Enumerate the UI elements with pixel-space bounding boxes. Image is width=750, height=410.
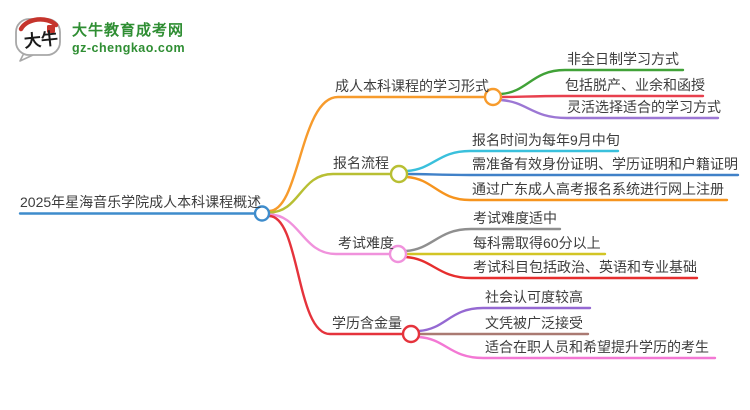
- logo-mark-text: 大牛: [23, 28, 59, 51]
- leaf-label-2-1: 报名时间为每年9月中旬: [472, 132, 620, 148]
- leaf-line-4-3: [417, 335, 717, 360]
- leaf-line-4-1: [417, 306, 592, 333]
- leaf-label-4-3: 适合在职人员和希望提升学历的考生: [485, 339, 709, 355]
- leaf-label-1-1: 非全日制学习方式: [567, 51, 679, 67]
- leaf-label-2-3: 通过广东成人高考报名系统进行网上注册: [472, 181, 724, 197]
- root-node-circle: [253, 205, 271, 222]
- leaf-line-1-1: [499, 68, 685, 96]
- leaf-label-2-2: 需准备有效身份证明、学历证明和户籍证明: [472, 156, 738, 172]
- branch-line-exam-difficulty: [267, 213, 392, 256]
- leaf-label-4-1: 社会认可度较高: [485, 289, 583, 305]
- leaf-line-2-2: [405, 172, 740, 177]
- branch-label-signup-process: 报名流程: [333, 155, 389, 171]
- branch-node-circle-exam-difficulty: [388, 244, 408, 264]
- branch-label-degree-value: 学历含金量: [332, 315, 402, 331]
- branch-label-learning-form: 成人本科课程的学习形式: [335, 78, 489, 94]
- leaf-line-2-1: [405, 149, 620, 173]
- leaf-label-1-3: 灵活选择适合的学习方式: [567, 99, 721, 115]
- branch-line-learning-form: [267, 95, 487, 213]
- leaf-label-4-2: 文凭被广泛接受: [485, 315, 583, 331]
- leaf-line-1-3: [499, 98, 720, 120]
- site-logo[interactable]: 大牛 大牛教育成考网 gz-chengkao.com: [14, 14, 185, 62]
- branch-line-degree-value: [267, 214, 405, 336]
- leaf-label-3-1: 考试难度适中: [473, 210, 557, 226]
- branch-line-signup-process: [267, 172, 393, 214]
- branch-label-exam-difficulty: 考试难度: [338, 235, 394, 251]
- leaf-line-3-3: [404, 255, 699, 280]
- leaf-line-2-3: [405, 175, 729, 202]
- leaf-line-3-1: [404, 227, 562, 253]
- leaf-label-3-3: 考试科目包括政治、英语和专业基础: [473, 259, 697, 275]
- root-topic-label: 2025年星海音乐学院成人本科课程概述: [20, 194, 262, 210]
- logo-domain-url: gz-chengkao.com: [72, 40, 186, 55]
- leaf-line-1-2: [499, 94, 705, 99]
- logo-title: 大牛教育成考网: [72, 21, 185, 39]
- logo-speech-bubble-icon: 大牛: [14, 14, 64, 62]
- leaf-label-3-2: 每科需取得60分以上: [473, 235, 601, 251]
- leaf-label-1-2: 包括脱产、业余和函授: [565, 77, 705, 93]
- branch-node-circle-learning-form: [483, 87, 503, 107]
- branch-node-circle-degree-value: [401, 324, 421, 344]
- branch-node-circle-signup-process: [389, 164, 409, 184]
